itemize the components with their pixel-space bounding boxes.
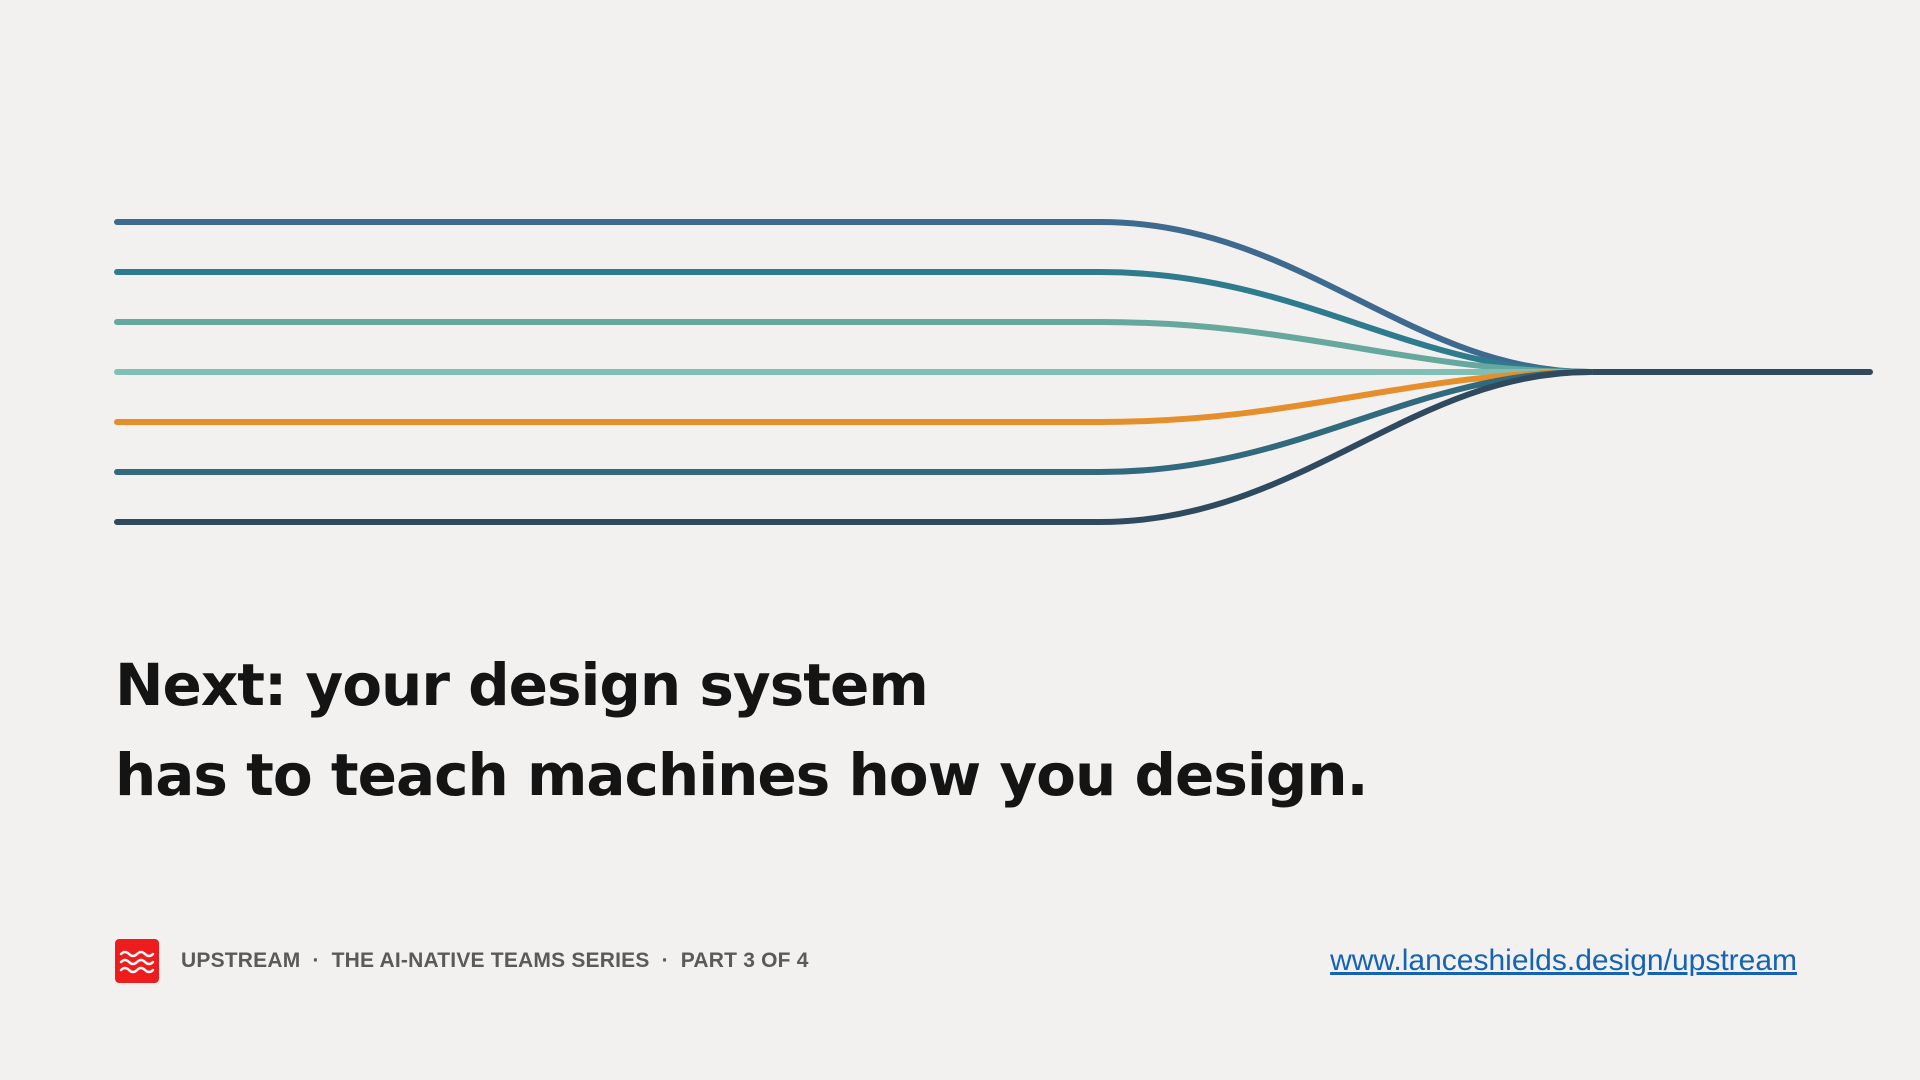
headline: Next: your design system has to teach ma… <box>115 640 1369 820</box>
stream-line-7 <box>114 369 1593 525</box>
series-name: UPSTREAM <box>181 949 301 972</box>
converging-streams-graphic <box>114 219 1873 525</box>
wave-icon <box>115 939 159 983</box>
separator: · <box>661 949 669 972</box>
series-label: UPSTREAM · THE AI-NATIVE TEAMS SERIES · PART… <box>181 949 809 973</box>
separator: · <box>312 949 320 972</box>
website-link[interactable]: www.lanceshields.design/upstream <box>1330 944 1797 977</box>
series-title: THE AI-NATIVE TEAMS SERIES <box>331 949 650 972</box>
series-part: PART 3 OF 4 <box>680 949 809 972</box>
headline-line-2: has to teach machines how you design. <box>115 741 1369 809</box>
series-footer: UPSTREAM · THE AI-NATIVE TEAMS SERIES · PART… <box>115 939 809 983</box>
headline-line-1: Next: your design system <box>115 651 929 719</box>
